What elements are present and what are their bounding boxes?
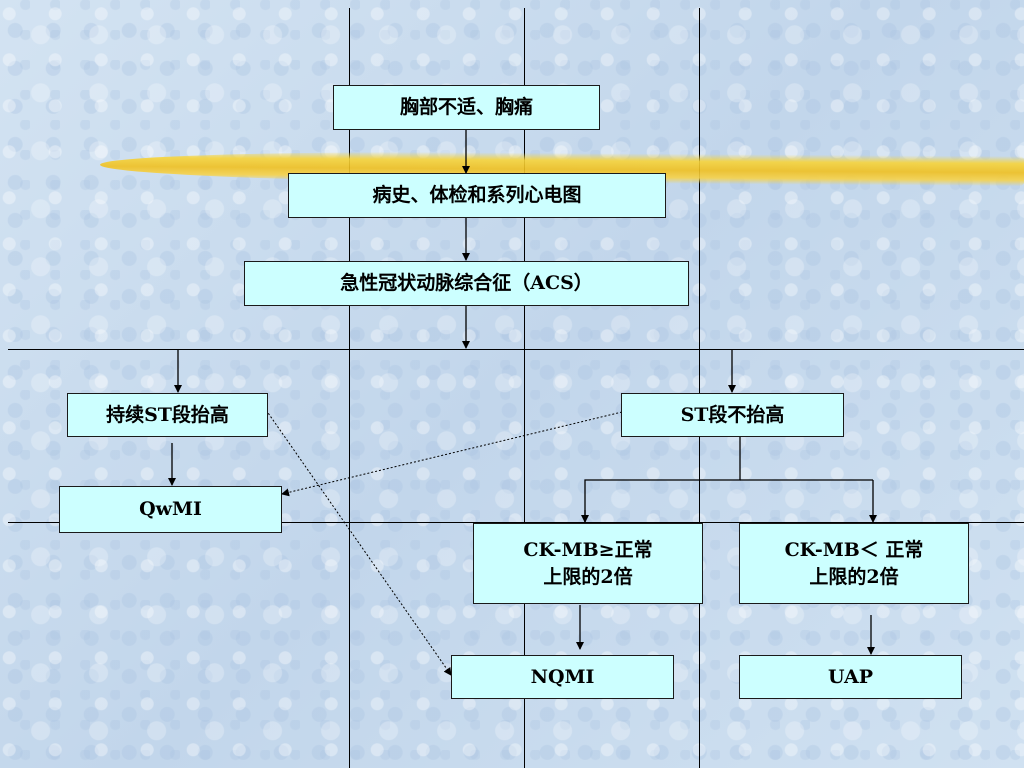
node-nqmi-label: NQMI [530, 665, 595, 688]
split-st-no-elev [584, 437, 741, 522]
node-history-ecg-label: 病史、体检和系列心电图 [372, 184, 582, 207]
node-acs-label: 急性冠状动脉综合征（ACS） [340, 272, 593, 295]
node-ckmb-high-line2: 上限的2倍 [543, 565, 633, 588]
node-st-no-elevation-label: ST段不抬高 [680, 403, 785, 426]
node-ckmb-high-line1: CK-MB≥正常 [523, 538, 653, 561]
node-acs: 急性冠状动脉综合征（ACS） [244, 261, 689, 306]
dotted-st-no-elev-to-qwmi [281, 411, 623, 497]
node-ckmb-low-line2: 上限的2倍 [809, 565, 899, 588]
grid-horizontal-line-1 [8, 349, 1024, 350]
node-st-elevation-label: 持续ST段抬高 [106, 403, 229, 426]
node-chest-pain-label: 胸部不适、胸痛 [399, 96, 533, 119]
grid-vertical-line-3 [699, 8, 700, 768]
grid-horizontal-line-2 [8, 522, 1024, 523]
grid-vertical-line-2 [524, 8, 525, 768]
node-uap: UAP [739, 655, 962, 699]
node-history-ecg: 病史、体检和系列心电图 [288, 173, 666, 218]
node-ckmb-low: CK-MB＜ 正常 上限的2倍 [739, 523, 969, 604]
node-ckmb-low-line1: CK-MB＜ 正常 [784, 538, 924, 561]
dotted-st-elev-to-nqmi [265, 409, 452, 676]
node-uap-label: UAP [827, 665, 873, 688]
grid-vertical-line-1 [349, 8, 350, 768]
node-qwmi-label: QwMI [139, 498, 202, 521]
node-qwmi: QwMI [59, 486, 282, 533]
node-nqmi: NQMI [451, 655, 674, 699]
node-ckmb-high: CK-MB≥正常 上限的2倍 [473, 523, 703, 604]
node-st-no-elevation: ST段不抬高 [621, 393, 844, 437]
node-st-elevation: 持续ST段抬高 [67, 393, 268, 437]
node-chest-pain: 胸部不适、胸痛 [333, 85, 600, 130]
